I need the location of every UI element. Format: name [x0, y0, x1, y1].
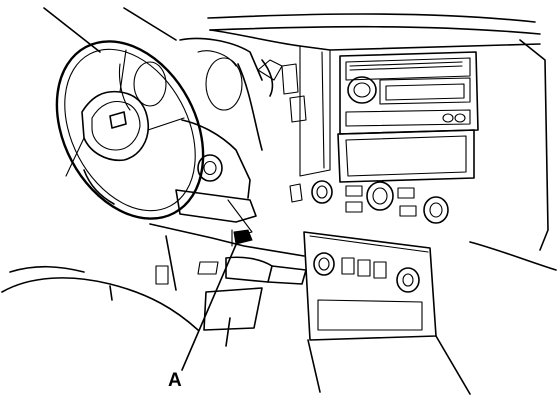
steering-wheel [55, 40, 205, 220]
seat-contour [1, 265, 199, 331]
callout-a: A [168, 239, 239, 391]
left-vents [281, 63, 307, 203]
climate-controls [311, 180, 449, 224]
callout-a-label: A [168, 370, 182, 391]
center-display [337, 129, 475, 183]
audio-unit [339, 51, 479, 135]
knee-panel [149, 223, 307, 347]
instrument-cluster [118, 37, 263, 111]
dashboard-outline [209, 29, 557, 271]
callout-a-leader [181, 239, 239, 371]
lower-console [303, 231, 471, 395]
steering-column [175, 59, 283, 237]
